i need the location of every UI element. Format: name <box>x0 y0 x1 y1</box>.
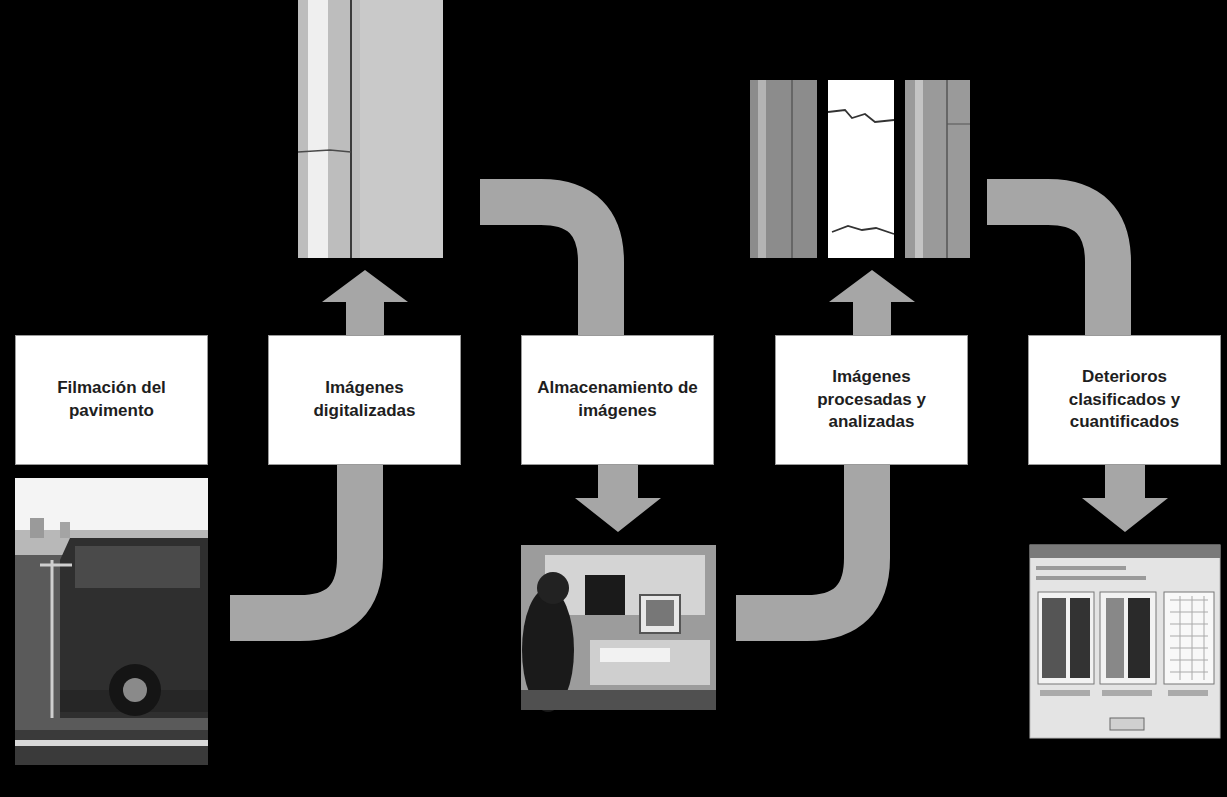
box-label: Imágenes digitalizadas <box>269 377 460 423</box>
process-box: Deterioros clasificados y cuantificados <box>1028 335 1221 465</box>
pavement-image-part <box>308 0 328 258</box>
block-arrow-part <box>575 465 661 532</box>
processed-images-part <box>905 80 970 258</box>
software-window-part <box>1070 598 1090 678</box>
software-window-part <box>1106 598 1124 678</box>
curved-band-connector <box>480 202 601 335</box>
pavement-image-part <box>360 0 443 258</box>
processed-images-part <box>915 80 923 258</box>
storage-photo-part <box>640 595 680 633</box>
software-window-part <box>1128 598 1150 678</box>
process-box: Imágenes digitalizadas <box>268 335 461 465</box>
storage-photo-part <box>600 648 670 662</box>
van-photo <box>15 478 208 765</box>
processed-images-part <box>828 110 894 122</box>
software-window-part <box>1042 598 1066 678</box>
block-arrow-part <box>1082 465 1168 532</box>
software-window <box>1030 545 1220 738</box>
storage-photo <box>521 545 716 712</box>
van-photo-part <box>15 730 208 765</box>
software-window-part <box>1036 566 1126 570</box>
van-photo-part <box>15 740 208 746</box>
storage-photo-part <box>537 572 569 604</box>
box-label: Almacenamiento de imágenes <box>522 377 713 423</box>
box-label: Deterioros clasificados y cuantificados <box>1029 366 1220 435</box>
software-window-part <box>1170 596 1208 680</box>
van-photo-part <box>109 664 161 716</box>
processed-images-part <box>791 80 793 258</box>
processed-images-part <box>946 80 948 258</box>
van-photo-part <box>75 546 200 588</box>
software-window-part <box>1038 592 1094 684</box>
van-photo-part <box>15 478 208 538</box>
curved-band-connector <box>230 465 360 618</box>
processed-images-part <box>758 80 766 258</box>
pavement-image-part <box>298 150 351 152</box>
block-arrow-part <box>829 270 915 335</box>
software-window-part <box>1036 576 1146 580</box>
software-window-part <box>1110 718 1144 730</box>
process-box: Almacenamiento de imágenes <box>521 335 714 465</box>
curved-band-connector <box>736 465 867 618</box>
van-photo-part <box>15 478 208 765</box>
process-box: Filmación del pavimento <box>15 335 208 465</box>
storage-photo-part <box>590 640 710 685</box>
pavement-image-part <box>298 0 443 258</box>
software-window-part <box>1030 545 1220 558</box>
software-window-part <box>1040 690 1090 696</box>
box-label: Filmación del pavimento <box>16 377 207 423</box>
van-photo-part <box>30 518 44 538</box>
van-photo-part <box>51 560 54 718</box>
van-photo-part <box>40 564 72 567</box>
software-window-part <box>1164 592 1214 684</box>
process-box: Imágenes procesadas y analizadas <box>775 335 968 465</box>
software-window-part <box>1100 592 1156 684</box>
software-window-part <box>1168 690 1208 696</box>
processed-images-part <box>750 80 817 258</box>
block-arrow-part <box>322 270 408 335</box>
storage-photo-part <box>585 575 625 615</box>
van-photo-part <box>60 538 208 718</box>
pavement-image <box>298 0 443 258</box>
software-window-part <box>1102 690 1152 696</box>
storage-photo-part <box>521 690 716 710</box>
processed-images-part <box>947 124 970 125</box>
processed-images <box>750 80 970 258</box>
curved-band-connector <box>987 202 1108 335</box>
software-window-part <box>1030 545 1220 738</box>
pavement-image-part <box>350 0 352 258</box>
storage-photo-part <box>646 600 674 626</box>
box-label: Imágenes procesadas y analizadas <box>776 366 967 435</box>
processed-images-part <box>828 80 894 258</box>
processed-images-part <box>832 226 894 234</box>
van-photo-part <box>123 678 147 702</box>
van-photo-part <box>60 522 70 538</box>
